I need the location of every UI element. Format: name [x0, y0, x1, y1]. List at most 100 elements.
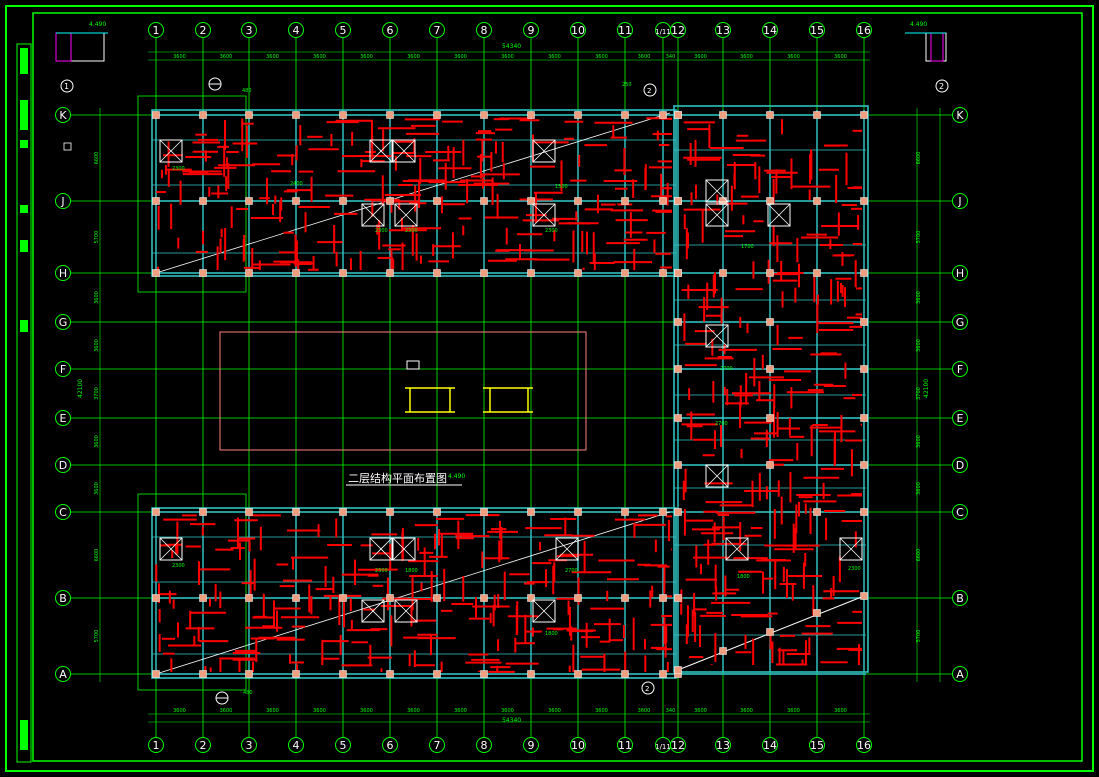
axis-bubble-row [55, 193, 71, 209]
axis-label-col: 3 [246, 24, 253, 37]
axis-label-row: F [957, 363, 963, 376]
column [766, 111, 774, 119]
axis-label-col: 12 [671, 24, 685, 37]
shaft-opening [767, 203, 791, 227]
column [621, 111, 629, 119]
column [860, 111, 868, 119]
shaft-opening [705, 179, 729, 203]
axis-bubble-col [476, 737, 492, 753]
column [674, 508, 682, 516]
plan-title-level: 4.490 [448, 473, 465, 480]
dim-right: 3600 [916, 435, 922, 448]
axis-label-col: 15 [810, 24, 824, 37]
dim-top: 340 [666, 54, 676, 60]
slab-dim-label: 2300 [848, 566, 861, 572]
axis-label-col: 16 [857, 739, 871, 752]
column [621, 670, 629, 678]
corner-detail-left-level: 4.490 [89, 21, 106, 28]
dim-bottom: 3600 [173, 708, 186, 714]
column [480, 269, 488, 277]
column [245, 508, 253, 516]
dimension-lines: 3600 3600 3600 3600 3600 3600 3600 3600 3600 3600… [94, 51, 941, 723]
axis-bubble-col [762, 22, 778, 38]
column [674, 111, 682, 119]
column [292, 269, 300, 277]
column [860, 592, 868, 600]
dim-left: 3700 [94, 387, 100, 400]
column [433, 670, 441, 678]
column [860, 318, 868, 326]
dim-right: 5700 [916, 630, 922, 643]
void-marker [406, 360, 420, 370]
shaft-opening [725, 537, 749, 561]
axis-bubble-col [715, 737, 731, 753]
axis-label-row: E [60, 412, 67, 425]
axis-bubble-col [617, 737, 633, 753]
shaft-cross [767, 203, 791, 227]
axis-label-col: 8 [481, 24, 488, 37]
column [245, 197, 253, 205]
dim-bottom: 3600 [548, 708, 561, 714]
dim-left: 3600 [94, 482, 100, 495]
column [199, 197, 207, 205]
column [860, 508, 868, 516]
column [813, 197, 821, 205]
column [674, 365, 682, 373]
column [766, 414, 774, 422]
shaft-cross [532, 203, 556, 227]
axis-label-col: 1 [153, 24, 160, 37]
axis-bubble-col [570, 22, 586, 38]
column [245, 670, 253, 678]
column [621, 269, 629, 277]
axis-bubble-row [55, 666, 71, 682]
axis-bubble-col [195, 737, 211, 753]
dim-top: 3600 [638, 54, 651, 60]
dim-bottom: 3600 [638, 708, 651, 714]
column [152, 670, 160, 678]
axis-label-col: 6 [387, 739, 394, 752]
axis-label-col: 6 [387, 24, 394, 37]
dim-bottom: 3600 [595, 708, 608, 714]
shaft-cross [705, 203, 729, 227]
slab-dim-label: 2300 [172, 563, 185, 569]
column [766, 269, 774, 277]
section-callout-top-left: 480 [208, 77, 252, 94]
axis-bubble-row [952, 314, 968, 330]
axis-bubble-row [952, 107, 968, 123]
column [245, 111, 253, 119]
axis-bubble-row [952, 265, 968, 281]
axis-label-row: F [60, 363, 66, 376]
axis-label-col: 1 [153, 739, 160, 752]
top-wing-outline [151, 109, 677, 277]
axis-bubble-row [952, 504, 968, 520]
column [527, 111, 535, 119]
column [480, 111, 488, 119]
column [766, 318, 774, 326]
total-height-right: 42100 [923, 379, 930, 398]
dim-top: 3600 [454, 54, 467, 60]
column [339, 269, 347, 277]
column [433, 111, 441, 119]
column [386, 670, 394, 678]
axis-bubble-col [148, 22, 164, 38]
column [386, 269, 394, 277]
column [659, 269, 667, 277]
shaft-cross [532, 139, 556, 163]
shaft-opening [532, 599, 556, 623]
column [574, 594, 582, 602]
axis-label-col: 2 [200, 24, 207, 37]
axis-bubbles: 112233445566778899101011111/111/11121213… [55, 22, 968, 753]
dim-top: 3600 [740, 54, 753, 60]
shaft-opening [392, 139, 416, 163]
dim-bottom: 3600 [454, 708, 467, 714]
column [813, 609, 821, 617]
column [574, 508, 582, 516]
column [766, 461, 774, 469]
column [245, 594, 253, 602]
dim-bottom: 3600 [220, 708, 233, 714]
shaft-opening [159, 139, 183, 163]
section-detail-left [405, 387, 455, 413]
axis-bubble-col [382, 22, 398, 38]
axis-bubble-col [195, 22, 211, 38]
column [621, 197, 629, 205]
